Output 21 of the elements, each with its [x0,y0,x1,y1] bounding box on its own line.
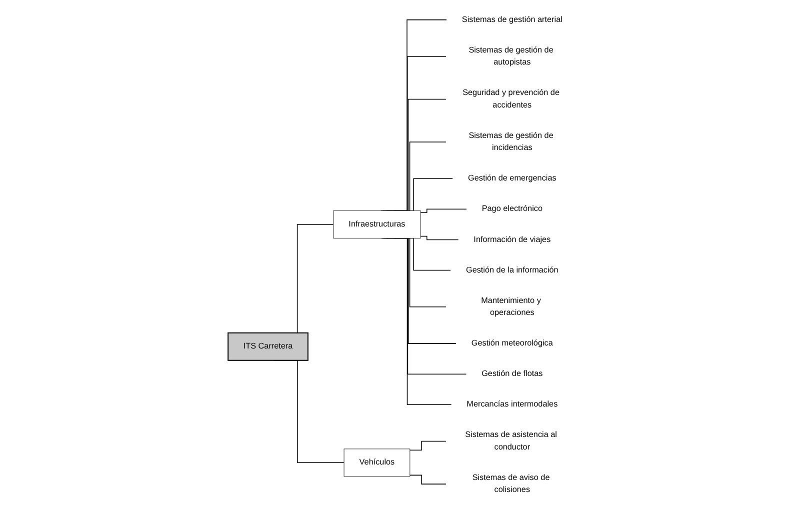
node-text: Gestión de emergencias [468,174,556,183]
node-text: Información de viajes [473,235,550,244]
node-text: Mercancías intermodales [466,400,558,409]
node-text: Mantenimiento y operaciones [480,296,541,318]
node-text: Sistemas de gestión arterial [462,15,562,24]
node-text: Gestión meteorológica [471,338,553,348]
connector [420,208,467,214]
node-text: Pago electrónico [482,204,542,214]
node-text: Sistemas de gestión de incidencias [468,131,554,152]
connector [409,474,446,484]
node-text: Seguridad y prevención de accidentes [462,88,560,110]
node-text: Gestión de flotas [481,370,543,378]
node-text: Sistemas de asistencia al conductor [464,430,557,452]
node-box: Vehículos [344,448,410,477]
node-text: Gestión de la información [466,266,558,274]
node-text: Sistemas de gestión de autopistas [468,46,554,67]
node-text: Sistemas de aviso de colisiones [472,473,550,494]
connector [420,236,459,240]
node-box: ITS Carretera [227,332,308,361]
node-box: Infraestructuras [332,210,421,238]
connector [409,440,446,451]
